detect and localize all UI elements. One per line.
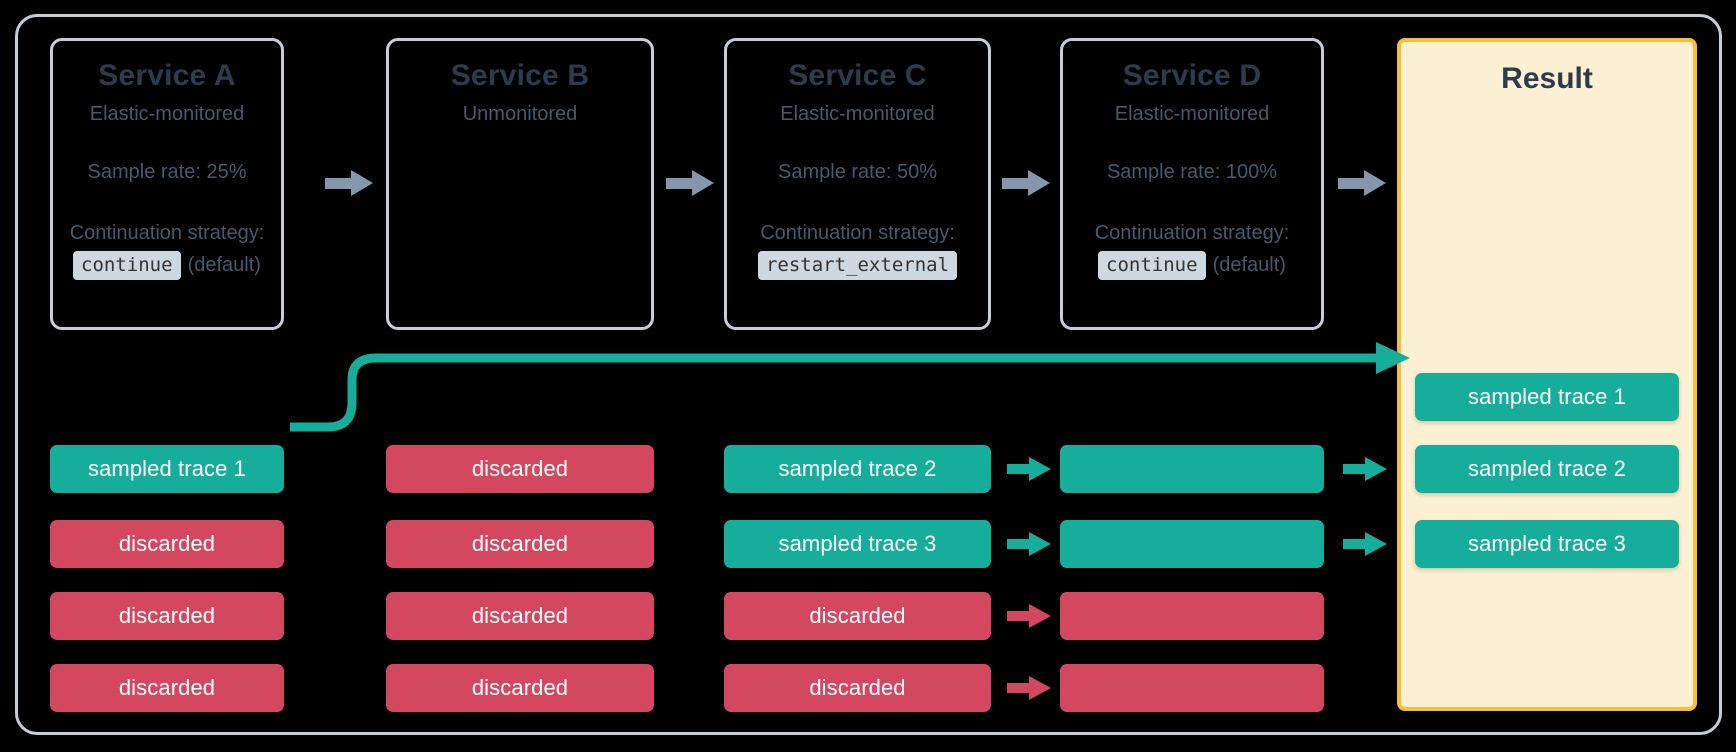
service-a-continuation-label: Continuation strategy: [69,221,265,244]
service-c-strategy-code: restart_external [757,250,958,281]
arrow-head [1028,170,1050,196]
service-a-sample-rate: Sample rate: 25% [87,160,247,183]
trace-pill-b-2: discarded [386,520,654,568]
arrow-head [692,170,714,196]
trace-arrow-c-to-d-1 [1007,457,1051,481]
trace-pill-c-1: sampled trace 2 [724,445,991,493]
service-c-continuation-label: Continuation strategy: [760,221,955,244]
service-d-strategy-note: (default) [1212,253,1286,276]
curved-connector-icon [290,342,1410,432]
arrow-head [1365,457,1387,481]
trace-arrow-d-to-result-1 [1343,457,1387,481]
trace-pill-d-1 [1060,445,1324,493]
trace-arrow-d-to-result-2 [1343,532,1387,556]
trace-arrow-c-to-d-4 [1007,676,1051,700]
arrow-head [1364,170,1386,196]
result-trace-1: sampled trace 1 [1415,373,1679,421]
trace-pill-b-1: discarded [386,445,654,493]
service-box-c: Service C Elastic-monitored Sample rate:… [724,38,991,330]
trace-pill-c-4: discarded [724,664,991,712]
arrow-head [1029,532,1051,556]
arrow-right-icon [1007,464,1033,474]
arrow-right-icon [1343,464,1369,474]
service-d-continuation-label: Continuation strategy: [1094,221,1290,244]
service-d-title: Service D [1122,59,1262,92]
service-a-strategy-code: continue [73,250,181,281]
service-flow-arrow-3 [1002,170,1050,196]
trace-pill-b-3: discarded [386,592,654,640]
service-c-monitoring: Elastic-monitored [780,102,935,125]
service-flow-arrow-4 [1338,170,1386,196]
arrow-right-icon [1002,178,1032,189]
service-a-title: Service A [98,59,236,92]
trace-pill-a-1: sampled trace 1 [50,445,284,493]
arrow-right-icon [1007,683,1033,693]
service-b-title: Service B [450,59,590,92]
service-c-title: Service C [788,59,927,92]
result-trace-3: sampled trace 3 [1415,520,1679,568]
service-d-strategy-code: continue [1098,250,1206,281]
trace-pill-a-2: discarded [50,520,284,568]
trace-arrow-c-to-d-3 [1007,604,1051,628]
trace-pill-d-2 [1060,520,1324,568]
service-a-monitoring: Elastic-monitored [89,102,245,125]
service-box-d: Service D Elastic-monitored Sample rate:… [1060,38,1324,330]
trace-pill-c-3: discarded [724,592,991,640]
service-c-strategy-line: restart_external [757,250,958,281]
trace-pill-c-2: sampled trace 3 [724,520,991,568]
arrow-right-icon [1343,539,1369,549]
service-d-sample-rate: Sample rate: 100% [1106,160,1278,183]
trace-pill-d-3 [1060,592,1324,640]
result-title: Result [1501,62,1593,95]
trace-pill-a-4: discarded [50,664,284,712]
service-flow-arrow-1 [325,170,373,196]
service-b-monitoring: Unmonitored [462,102,578,125]
trace-pill-b-4: discarded [386,664,654,712]
arrow-right-icon [1007,539,1033,549]
arrow-head [1365,532,1387,556]
service-d-monitoring: Elastic-monitored [1114,102,1270,125]
arrow-head [351,170,373,196]
arrow-head [1029,457,1051,481]
trace-pill-d-4 [1060,664,1324,712]
service-a-strategy-line: continue (default) [73,250,261,281]
arrow-head [1029,676,1051,700]
arrow-right-icon [325,178,355,189]
service-box-a: Service A Elastic-monitored Sample rate:… [50,38,284,330]
arrow-right-icon [666,178,696,189]
arrow-head [1029,604,1051,628]
service-d-strategy-line: continue (default) [1098,250,1286,281]
service-c-sample-rate: Sample rate: 50% [778,160,937,183]
arrow-right-icon [1007,611,1033,621]
result-trace-2: sampled trace 2 [1415,445,1679,493]
trace-arrow-c-to-d-2 [1007,532,1051,556]
service-box-b: Service B Unmonitored [386,38,654,330]
trace-pill-a-3: discarded [50,592,284,640]
service-a-strategy-note: (default) [187,253,261,276]
service-flow-arrow-2 [666,170,714,196]
arrow-right-icon [1338,178,1368,189]
